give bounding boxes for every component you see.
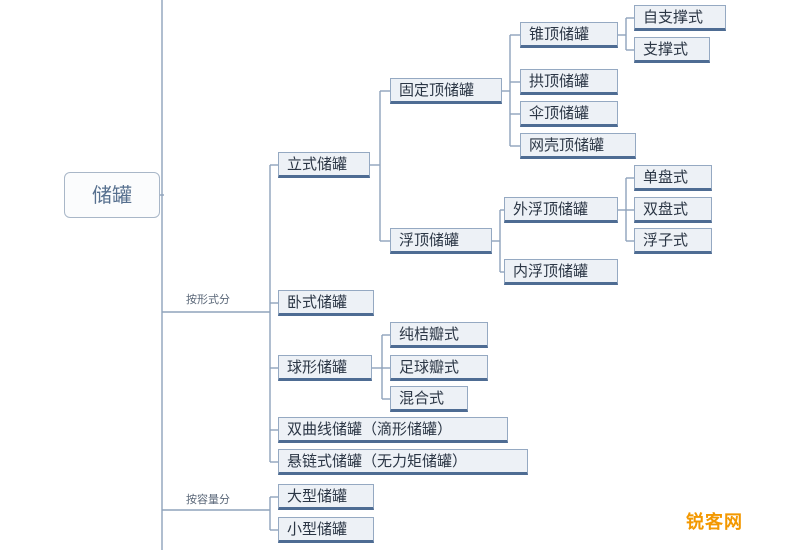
branch-label-by-capacity: 按容量分 (186, 493, 230, 506)
root-node[interactable]: 储罐 (64, 172, 160, 218)
node-internal-floating-roof-tank[interactable]: 内浮顶储罐 (504, 259, 618, 285)
node-large-tank[interactable]: 大型储罐 (278, 484, 374, 510)
node-small-tank[interactable]: 小型储罐 (278, 517, 374, 543)
node-fixed-roof-tank[interactable]: 固定顶储罐 (390, 78, 502, 104)
node-floating-roof-tank[interactable]: 浮顶储罐 (390, 228, 492, 254)
node-self-supported[interactable]: 自支撑式 (634, 5, 726, 31)
node-supported[interactable]: 支撑式 (634, 37, 710, 63)
node-catenary-tank[interactable]: 悬链式储罐（无力矩储罐） (278, 449, 528, 475)
node-external-floating-roof-tank[interactable]: 外浮顶储罐 (504, 197, 618, 223)
node-single-deck[interactable]: 单盘式 (634, 165, 712, 191)
node-shell-roof-tank[interactable]: 网壳顶储罐 (520, 133, 636, 159)
node-umbrella-roof-tank[interactable]: 伞顶储罐 (520, 101, 618, 127)
node-spherical-tank[interactable]: 球形储罐 (278, 355, 372, 381)
node-dome-roof-tank[interactable]: 拱顶储罐 (520, 69, 618, 95)
node-double-deck[interactable]: 双盘式 (634, 197, 712, 223)
node-buoy-type[interactable]: 浮子式 (634, 228, 712, 254)
node-football-petal-type[interactable]: 足球瓣式 (390, 355, 488, 381)
node-vertical-tank[interactable]: 立式储罐 (278, 152, 370, 178)
watermark-logo: 锐客网 (686, 512, 743, 533)
branch-label-by-form: 按形式分 (186, 293, 230, 306)
node-orange-petal-type[interactable]: 纯桔瓣式 (390, 322, 488, 348)
node-hybrid-type[interactable]: 混合式 (390, 386, 468, 412)
node-cone-roof-tank[interactable]: 锥顶储罐 (520, 22, 618, 48)
node-hyperbolic-tank[interactable]: 双曲线储罐（滴形储罐） (278, 417, 508, 443)
node-horizontal-tank[interactable]: 卧式储罐 (278, 290, 374, 316)
